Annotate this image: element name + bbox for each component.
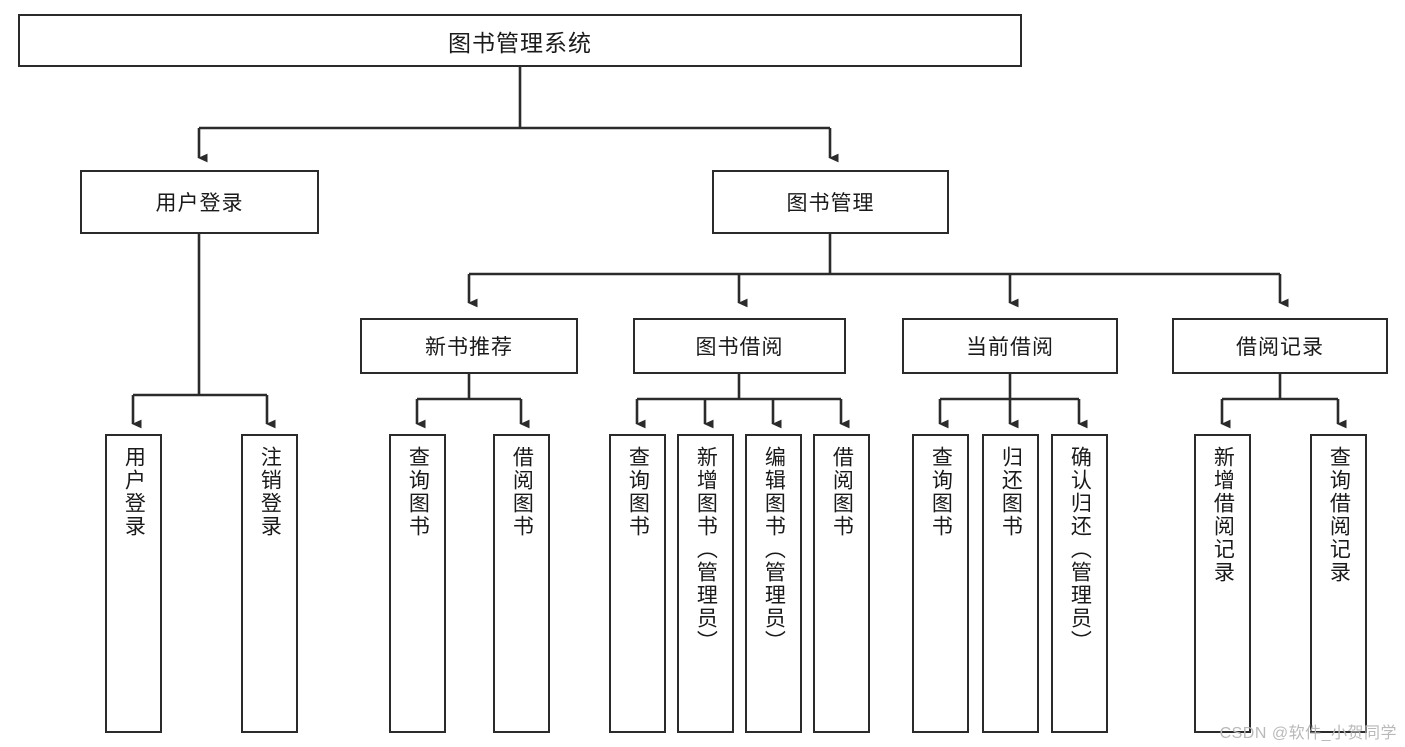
leaf-label: 查询借阅记录 [1327, 446, 1351, 584]
node-user-login[interactable]: 用户登录 [80, 170, 319, 234]
leaf-borrow-record-add[interactable]: 新增借阅记录 [1194, 434, 1251, 733]
node-current-borrow[interactable]: 当前借阅 [902, 318, 1118, 374]
leaf-label: 查询图书 [406, 446, 430, 538]
leaf-new-book-query[interactable]: 查询图书 [389, 434, 446, 733]
leaf-user-login-login[interactable]: 用户登录 [105, 434, 162, 733]
leaf-borrow-record-query[interactable]: 查询借阅记录 [1310, 434, 1367, 733]
leaf-label: 归还图书 [999, 446, 1023, 538]
node-current-borrow-label: 当前借阅 [966, 336, 1054, 359]
node-borrow-record-label: 借阅记录 [1236, 336, 1324, 359]
csdn-watermark: CSDN @软件_小贺同学 [1219, 725, 1397, 742]
leaf-label: 注销登录 [258, 446, 282, 538]
leaf-new-book-borrow[interactable]: 借阅图书 [493, 434, 550, 733]
node-book-management[interactable]: 图书管理 [712, 170, 949, 234]
leaf-label: 查询图书 [929, 446, 953, 538]
node-root-label: 图书管理系统 [448, 29, 592, 56]
leaf-label: 查询图书 [626, 446, 650, 538]
node-new-book-recommend[interactable]: 新书推荐 [360, 318, 578, 374]
node-root-system[interactable]: 图书管理系统 [18, 14, 1022, 67]
node-user-login-label: 用户登录 [155, 192, 244, 215]
node-book-management-label: 图书管理 [786, 192, 875, 215]
leaf-label: 借阅图书 [830, 446, 854, 538]
leaf-label: 确认归还（管理员） [1068, 446, 1092, 653]
leaf-label: 用户登录 [122, 446, 146, 538]
leaf-current-borrow-return[interactable]: 归还图书 [982, 434, 1039, 733]
leaf-book-borrow-query[interactable]: 查询图书 [609, 434, 666, 733]
leaf-label: 新增图书（管理员） [694, 446, 718, 653]
leaf-book-borrow-borrow[interactable]: 借阅图书 [813, 434, 870, 733]
node-book-borrow-label: 图书借阅 [695, 336, 784, 359]
leaf-book-borrow-add[interactable]: 新增图书（管理员） [677, 434, 734, 733]
node-book-borrow[interactable]: 图书借阅 [633, 318, 846, 374]
leaf-book-borrow-edit[interactable]: 编辑图书（管理员） [745, 434, 802, 733]
leaf-label: 借阅图书 [510, 446, 534, 538]
leaf-current-borrow-query[interactable]: 查询图书 [912, 434, 969, 733]
leaf-user-login-logout[interactable]: 注销登录 [241, 434, 298, 733]
leaf-label: 新增借阅记录 [1211, 446, 1235, 584]
node-borrow-record[interactable]: 借阅记录 [1172, 318, 1388, 374]
leaf-current-borrow-confirm-return[interactable]: 确认归还（管理员） [1051, 434, 1108, 733]
node-new-book-recommend-label: 新书推荐 [425, 336, 513, 359]
leaf-label: 编辑图书（管理员） [762, 446, 786, 653]
